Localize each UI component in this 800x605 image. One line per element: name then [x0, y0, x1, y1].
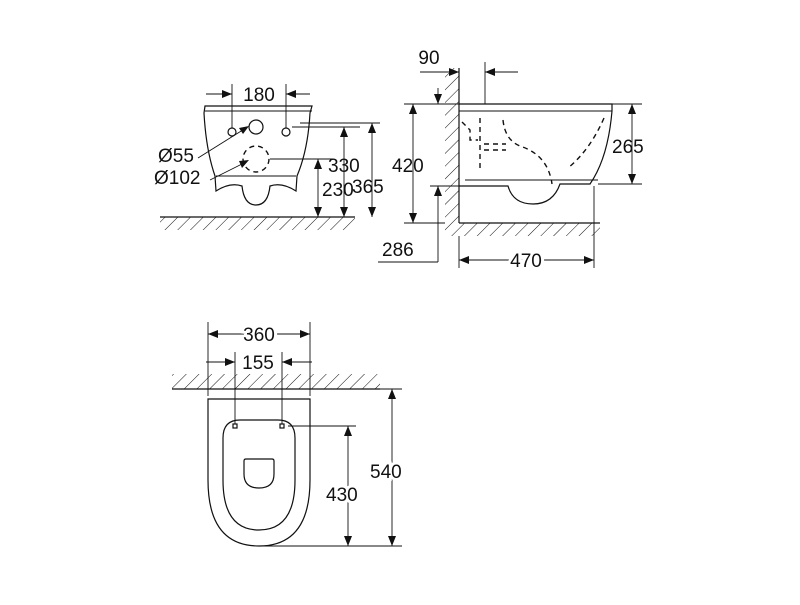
floor-hatch [160, 217, 355, 230]
outlet-hole-102 [242, 145, 270, 173]
inlet-hole-55 [248, 119, 264, 135]
dim-265-label: 265 [612, 137, 644, 158]
wall-hatch [445, 68, 459, 223]
top-view: 360 155 430 540 [172, 322, 405, 547]
top-seat-outline [222, 419, 296, 531]
bolt-hole-right [281, 127, 291, 137]
dim-d102-label: Ø102 [154, 168, 200, 189]
front-bowl-outline [203, 105, 313, 206]
dim-470-label: 470 [510, 251, 542, 272]
side-bowl-hidden [479, 117, 605, 185]
dim-360-label: 360 [243, 325, 275, 346]
top-bolt-left [232, 423, 238, 429]
dim-430-label: 430 [326, 485, 358, 506]
side-bowl-outline [459, 103, 613, 205]
top-bowl-opening [243, 458, 275, 489]
top-bowl-outline [207, 398, 311, 547]
dim-180-label: 180 [243, 85, 275, 106]
dim-d55-label: Ø55 [158, 146, 194, 167]
dim-420-label: 420 [392, 156, 424, 177]
dim-155-label: 155 [242, 353, 274, 374]
dim-540-label: 540 [370, 462, 402, 483]
top-wall-hatch [172, 374, 380, 389]
side-floor-hatch [445, 223, 600, 236]
front-view: 180 Ø55 Ø102 230 330 365 [154, 84, 384, 230]
dim-230-label: 230 [322, 180, 354, 201]
dim-286-label: 286 [382, 240, 414, 261]
dim-330-label: 330 [328, 156, 360, 177]
top-bolt-right [279, 423, 285, 429]
side-view: 90 420 286 265 470 [378, 48, 644, 275]
dim-365-label: 365 [352, 177, 384, 198]
dim-90-label: 90 [418, 48, 439, 69]
